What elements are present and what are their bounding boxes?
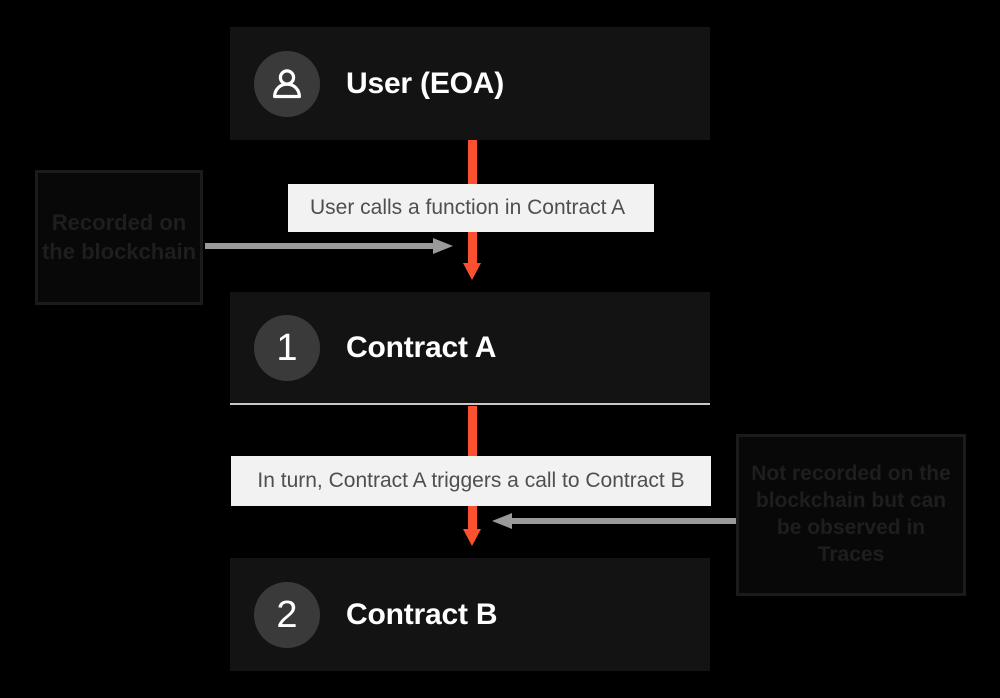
node-user-label: User (EOA) bbox=[346, 66, 505, 100]
step-number-badge: 2 bbox=[254, 581, 320, 648]
connector-shaft bbox=[205, 243, 433, 249]
arrow-head-down-icon bbox=[463, 263, 481, 280]
connector-arrow-not-recorded bbox=[492, 513, 740, 529]
step-number-badge: 1 bbox=[254, 314, 320, 381]
connector-shaft bbox=[512, 518, 740, 524]
node-contract-b[interactable]: 2 Contract B bbox=[230, 558, 710, 671]
arrow-head-left-icon bbox=[492, 513, 512, 529]
node-contract-a[interactable]: 1 Contract A bbox=[230, 292, 710, 405]
person-icon bbox=[254, 50, 320, 117]
caption-user-to-contract-a: User calls a function in Contract A bbox=[288, 184, 654, 232]
node-contract-b-label: Contract B bbox=[346, 597, 498, 631]
connector-arrow-recorded bbox=[205, 238, 453, 254]
node-contract-a-label: Contract A bbox=[346, 330, 497, 364]
caption-contract-a-to-contract-b: In turn, Contract A triggers a call to C… bbox=[231, 456, 711, 506]
node-user[interactable]: User (EOA) bbox=[230, 27, 710, 140]
annotation-not-recorded-on-blockchain: Not recorded on the blockchain but can b… bbox=[736, 434, 966, 596]
arrow-head-right-icon bbox=[433, 238, 453, 254]
arrow-head-down-icon bbox=[463, 529, 481, 546]
annotation-recorded-on-blockchain: Recorded on the blockchain bbox=[35, 170, 203, 305]
